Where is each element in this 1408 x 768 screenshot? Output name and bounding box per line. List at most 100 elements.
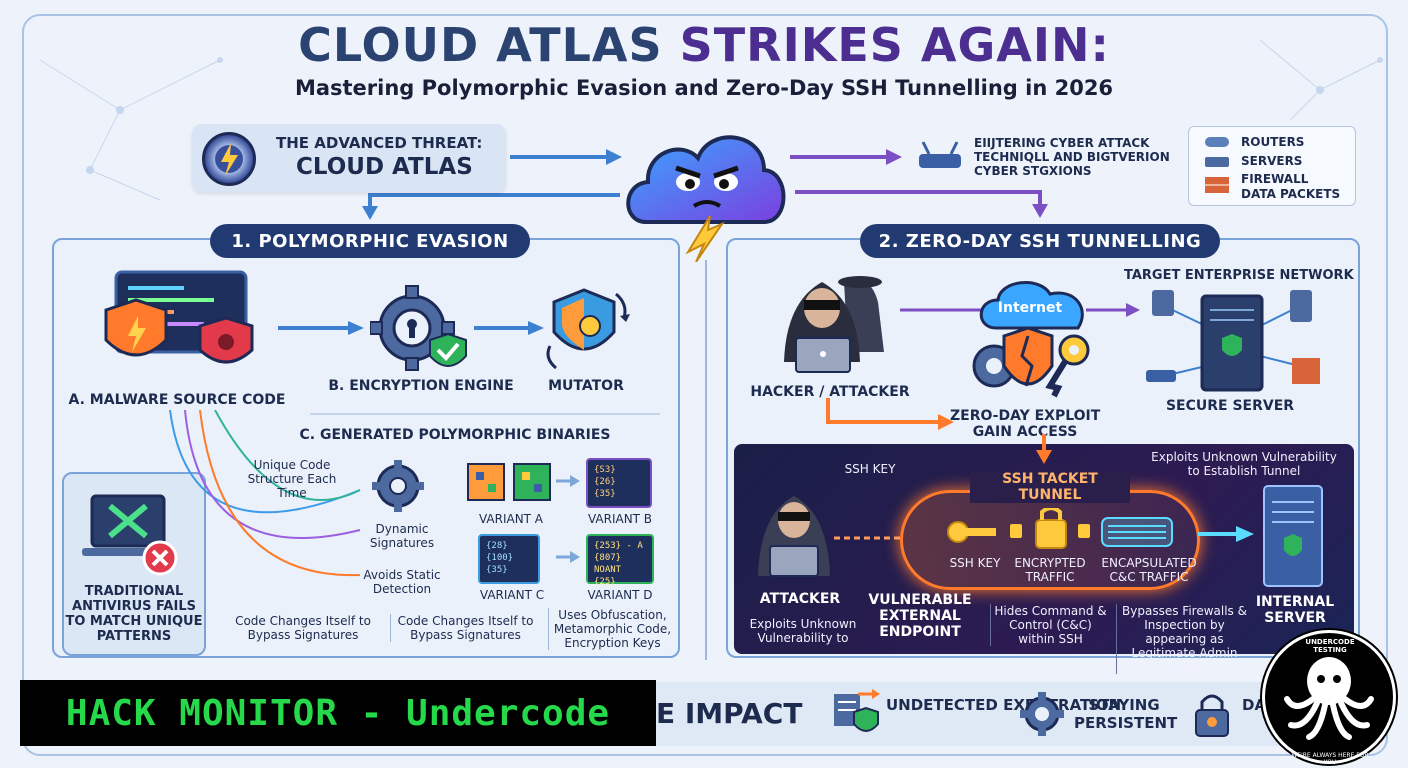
hacker-icon	[784, 276, 884, 373]
legend-box: ROUTERS SERVERS FIREWALL DATA PACKETS	[1188, 126, 1356, 206]
top-right-caption: EIIJTERING CYBER ATTACK TECHNIQLL AND BI…	[974, 136, 1170, 178]
mutator-label: MUTATOR	[548, 378, 624, 394]
ssh-tunnel	[900, 490, 1200, 590]
vulnerable-endpoint-label: VULNERABLE EXTERNAL ENDPOINT	[868, 592, 972, 640]
variant-b-code-line: {S3}	[594, 465, 616, 475]
threat-box: THE ADVANCED THREAT: CLOUD ATLAS	[192, 124, 506, 192]
logo-bottom-text: WE'RE ALWAYS HERE FOR YOU	[1291, 752, 1369, 766]
variant-c-code-window: {28} {100} {35}	[478, 534, 540, 584]
encryption-engine-label: B. ENCRYPTION ENGINE	[328, 378, 514, 394]
undercode-logo	[1262, 630, 1396, 764]
page-title: CLOUD ATLAS STRIKES AGAIN:	[0, 18, 1408, 72]
legend-icons	[1205, 137, 1229, 193]
polymorphic-evasion-title: 1. POLYMORPHIC EVASION	[210, 224, 530, 258]
persistence-gear-icon	[1020, 692, 1064, 736]
note-code-changes-2: Code Changes Itself to Bypass Signatures	[390, 614, 540, 642]
hides-cc-note: Hides Command & Control (C&C) within SSH	[990, 604, 1110, 646]
angry-cloud-icon	[626, 135, 786, 262]
variant-c-code-line: {35}	[486, 565, 508, 575]
top-right-line1: EIIJTERING CYBER ATTACK	[974, 136, 1150, 150]
variant-b-code-line: {26}	[594, 477, 616, 487]
encapsulated-traffic-label: ENCAPSULATED C&C TRAFFIC	[1101, 556, 1197, 584]
variant-c-to-d-arrow	[556, 551, 580, 563]
title-part1: CLOUD ATLAS	[298, 18, 663, 72]
impact-title: E IMPACT	[656, 697, 803, 730]
bypasses-note: Bypasses Firewalls & Inspection by appea…	[1116, 604, 1252, 674]
secure-server-label: SECURE SERVER	[1165, 398, 1295, 414]
ssh-tunnel-label: SSH TACKET TUNNEL	[970, 471, 1130, 503]
hacker-label: HACKER / ATTACKER	[750, 384, 910, 400]
zero-day-exploit-line1: ZERO-DAY EXPLOIT	[950, 408, 1101, 424]
variant-d-code-line: {25}	[594, 577, 616, 587]
ssh-tunnelling-title: 2. ZERO-DAY SSH TUNNELLING	[860, 224, 1220, 258]
encrypted-traffic-label: ENCRYPTED TRAFFIC	[1014, 556, 1086, 584]
malware-to-engine-arrow	[278, 321, 364, 335]
zero-day-exploit-label: ZERO-DAY EXPLOIT GAIN ACCESS	[950, 408, 1100, 440]
attacker-label: ATTACKER	[759, 591, 841, 607]
enterprise-network-servers-icon	[1146, 290, 1320, 392]
variant-c-label: VARIANT C	[479, 588, 545, 602]
tunnel-to-server-arrow	[1198, 526, 1254, 542]
legend-servers: SERVERS	[1241, 154, 1303, 168]
router-icon	[919, 141, 961, 168]
internal-server-icon	[1263, 485, 1323, 587]
octopus-icon	[1284, 657, 1374, 740]
tunnel-ssh-key-label: SSH KEY	[949, 556, 1001, 570]
variant-a-cubes-icon	[467, 463, 551, 501]
exploits-unknown-note: Exploits Unknown Vulnerability to Establ…	[1151, 450, 1337, 478]
target-network-label: TARGET ENTERPRISE NETWORK	[1124, 268, 1354, 283]
legend-routers: ROUTERS	[1241, 135, 1305, 149]
top-right-line2: TECHNIQLL AND BIGTVERION	[974, 150, 1170, 164]
impact-item-data: DA	[1242, 696, 1267, 714]
logo-top-text: UNDERCODE TESTING	[1305, 638, 1355, 654]
variant-c-code-line: {100}	[486, 553, 514, 563]
dynamic-signatures-text: Dynamic Signatures	[369, 522, 435, 550]
impact-bar	[598, 682, 1378, 746]
hacker-to-exploit-arrow	[826, 398, 954, 430]
internal-server-label: INTERNAL SERVER	[1255, 594, 1335, 626]
attacker-icon	[758, 496, 900, 577]
lightning-badge-icon	[202, 132, 256, 186]
legend-data-packets: DATA PACKETS	[1241, 187, 1341, 201]
variant-d-code-window: {253} - A {807} NOANT {25}	[586, 534, 654, 587]
variant-d-code-line: {807} NOANT	[594, 553, 622, 575]
data-lock-icon	[1195, 694, 1229, 737]
antivirus-fails-text: TRADITIONAL ANTIVIRUS FAILS TO MATCH UNI…	[65, 584, 203, 644]
encryption-engine-gear-icon	[370, 285, 467, 371]
variant-d-code-line: {253} - A	[594, 541, 643, 551]
variant-b-code-window: {S3} {26} {35}	[586, 458, 652, 508]
variant-a-label: VARIANT A	[478, 512, 544, 526]
exploit-down-arrow	[1036, 434, 1052, 464]
avoids-static-text: Avoids Static Detection	[363, 568, 441, 596]
unique-code-text: Unique Code Structure Each Time	[247, 458, 337, 500]
exfiltration-shield-icon	[834, 689, 880, 732]
engine-to-mutator-arrow	[474, 321, 544, 335]
mutator-shield-icon	[546, 288, 630, 370]
attacker-note: Exploits Unknown Vulnerability to	[749, 617, 857, 645]
zero-day-exploit-line2: GAIN ACCESS	[972, 424, 1078, 440]
flow-lines	[169, 410, 361, 577]
internet-label: Internet	[997, 300, 1063, 316]
internet-cloud-flow	[900, 281, 1140, 330]
top-right-line3: CYBER STGXIONS	[974, 164, 1092, 178]
variant-b-code-line: {35}	[594, 489, 616, 499]
malware-source-label: A. MALWARE SOURCE CODE	[68, 392, 286, 408]
title-part2: STRIKES AGAIN:	[679, 18, 1110, 72]
failed-antivirus-laptop-icon	[82, 494, 178, 576]
malware-source-code-icon	[104, 270, 254, 364]
note-code-changes-1: Code Changes Itself to Bypass Signatures	[235, 614, 371, 642]
outer-frame	[22, 14, 1388, 756]
variant-c-code-line: {28}	[486, 541, 508, 551]
impact-item-persistent: STAYING PERSISTENT	[1074, 696, 1178, 732]
threat-label: THE ADVANCED THREAT:	[276, 134, 483, 152]
section-divider	[310, 413, 660, 415]
threat-name: CLOUD ATLAS	[296, 154, 473, 180]
variant-a-to-b-arrow	[556, 475, 580, 487]
note-obfuscation: Uses Obfuscation, Metamorphic Code, Encr…	[548, 608, 676, 650]
page-subtitle: Mastering Polymorphic Evasion and Zero-D…	[294, 76, 1114, 100]
hack-monitor-watermark: HACK MONITOR - Undercode	[20, 680, 656, 746]
zero-day-exploit-icon	[972, 326, 1090, 398]
variant-d-label: VARIANT D	[587, 588, 653, 602]
watermark-text: HACK MONITOR - Undercode	[65, 692, 611, 734]
tunnel-contents-icons	[947, 508, 1173, 549]
